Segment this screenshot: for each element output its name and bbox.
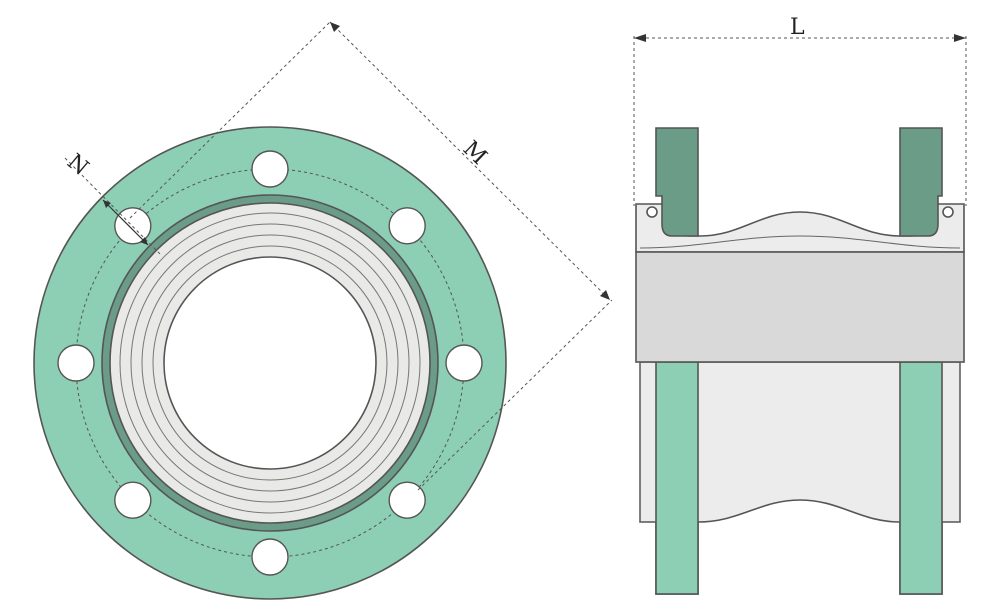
rubber-body-lower (639, 361, 961, 523)
left-flange-lower-front (655, 361, 699, 595)
rubber-inner-curve (639, 235, 961, 249)
bore (163, 256, 377, 470)
liner-ring (141, 234, 399, 492)
liner-ring (130, 223, 410, 503)
bolt-hole (57, 344, 95, 382)
liner-ring (119, 212, 421, 514)
right-flange-lower-front (899, 361, 943, 595)
dimension-label-n: N (62, 149, 93, 181)
dimension-label-m: M (458, 136, 492, 170)
bolt-hole (388, 481, 426, 519)
bolt-hole (445, 344, 483, 382)
liner-ring (152, 245, 388, 481)
dimension-label-l: L (790, 15, 805, 40)
dimension-l: L (633, 15, 967, 206)
bolt-hole (388, 207, 426, 245)
bolt-holes (57, 150, 483, 576)
rubber-body-band (635, 251, 965, 363)
bolt-hole (251, 538, 289, 576)
side-view: L (633, 15, 967, 595)
right-flange-upper (899, 127, 943, 237)
bolt-hole (114, 207, 152, 245)
left-flange-upper (655, 127, 699, 237)
bolt-hole (251, 150, 289, 188)
left-bead-wire (646, 206, 658, 218)
bolt-hole (114, 481, 152, 519)
liner-rings (119, 212, 421, 514)
right-bead-wire (942, 206, 954, 218)
front-view: N M (33, 21, 613, 600)
